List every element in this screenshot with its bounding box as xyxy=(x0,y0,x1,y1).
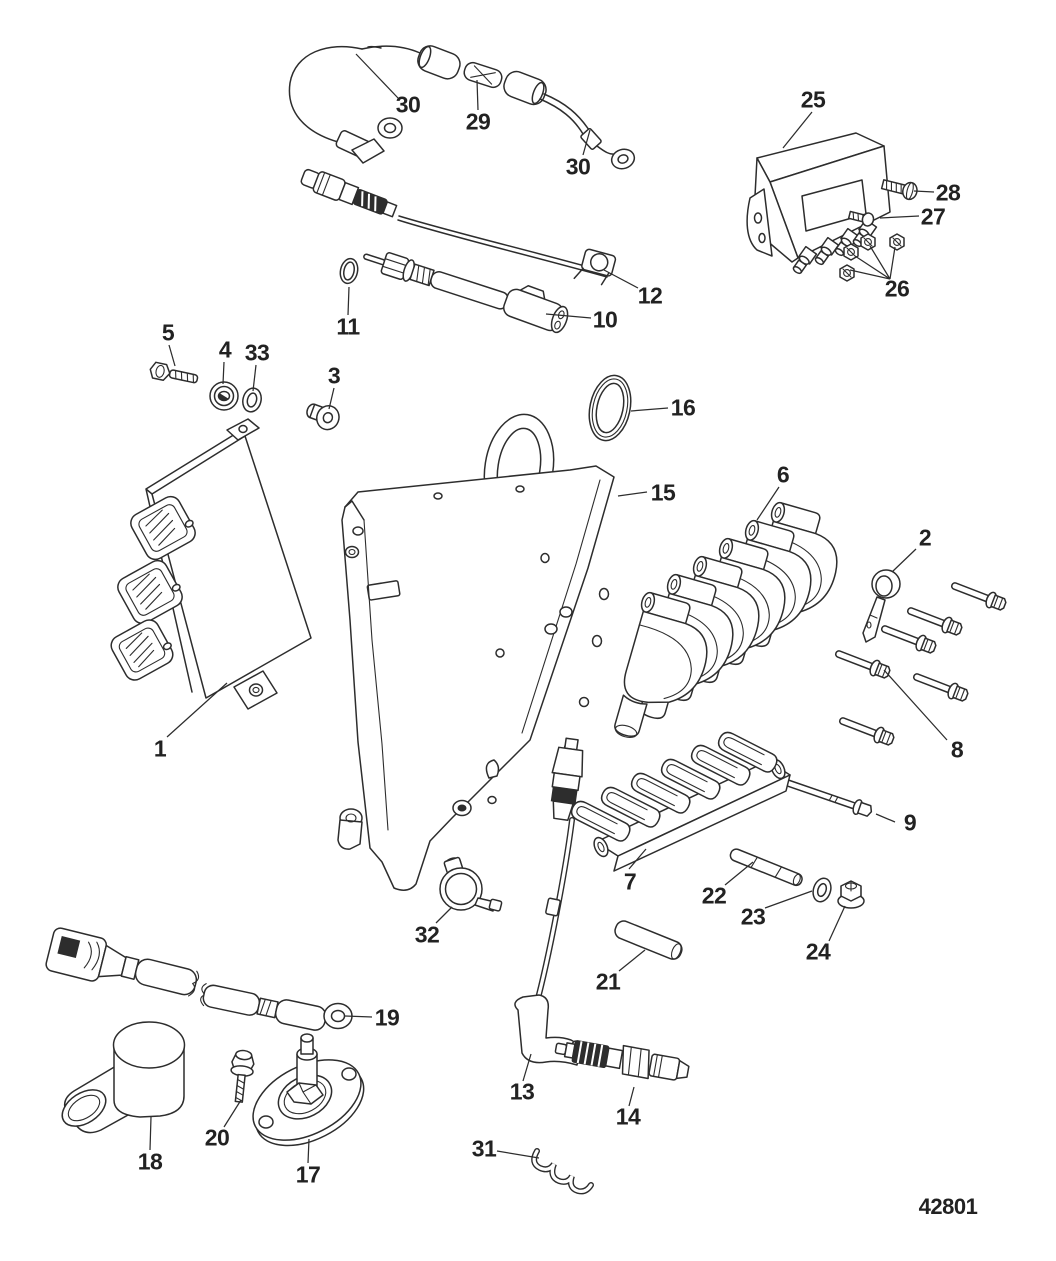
drawing-number: 42801 xyxy=(918,1194,978,1219)
callout-30-upper: 30 xyxy=(395,91,421,118)
part-cable-assembly-30-29 xyxy=(288,45,636,170)
callout-22: 22 xyxy=(701,882,727,909)
callout-1: 1 xyxy=(153,735,167,762)
callout-20: 20 xyxy=(204,1124,230,1151)
callout-32: 32 xyxy=(414,921,440,948)
callout-7: 7 xyxy=(623,868,637,895)
part-bushing-3 xyxy=(306,403,340,431)
part-nuts-26 xyxy=(839,233,905,282)
part-module-25 xyxy=(746,132,891,275)
callout-30-right: 30 xyxy=(565,153,591,180)
callout-9: 9 xyxy=(903,809,917,836)
part-bolts-8 xyxy=(832,576,1009,749)
callout-3: 3 xyxy=(327,362,341,389)
callout-13: 13 xyxy=(509,1078,535,1105)
part-boot-18 xyxy=(61,1021,186,1134)
callout-16: 16 xyxy=(670,394,696,421)
part-clip-31 xyxy=(531,1148,594,1195)
callout-11: 11 xyxy=(336,313,360,340)
callout-25: 25 xyxy=(800,86,826,113)
callout-17: 17 xyxy=(295,1161,321,1188)
callout-19: 19 xyxy=(374,1004,400,1031)
callout-15: 15 xyxy=(650,479,676,506)
part-clip-12 xyxy=(573,248,617,286)
part-grommet-4 xyxy=(209,381,239,411)
callout-2: 2 xyxy=(918,524,932,551)
callout-27: 27 xyxy=(920,203,946,230)
callout-28: 28 xyxy=(935,179,961,206)
callout-12: 12 xyxy=(637,282,663,309)
callout-29: 29 xyxy=(465,108,491,135)
part-terminal-17 xyxy=(252,1033,365,1147)
callout-23: 23 xyxy=(740,903,766,930)
part-sensor-lead-upper xyxy=(300,168,617,286)
callout-21: 21 xyxy=(595,968,621,995)
part-spacer-21 xyxy=(614,920,683,960)
callout-26: 26 xyxy=(884,275,910,302)
callout-24: 24 xyxy=(805,938,831,965)
callout-4: 4 xyxy=(218,336,232,363)
callout-5: 5 xyxy=(161,319,175,346)
part-screw-28 xyxy=(880,179,918,201)
part-plug-14 xyxy=(554,1040,690,1081)
callout-31: 31 xyxy=(471,1135,497,1162)
part-screw-20 xyxy=(230,1049,255,1103)
leader-lines xyxy=(149,53,948,1164)
part-stud-22 xyxy=(729,848,803,887)
callout-10: 10 xyxy=(592,306,618,333)
part-seal-16 xyxy=(588,374,632,442)
callout-6: 6 xyxy=(776,461,790,488)
part-oring-11 xyxy=(339,257,359,285)
part-washer-23 xyxy=(812,877,832,903)
callout-33: 33 xyxy=(244,339,270,366)
part-cable-19 xyxy=(45,927,353,1031)
part-clamp-32 xyxy=(439,856,503,912)
part-lead-13 xyxy=(514,737,584,1066)
part-screw-5 xyxy=(149,361,199,384)
part-screw-27 xyxy=(847,210,875,227)
part-ecm-1 xyxy=(110,418,312,710)
callout-8: 8 xyxy=(950,736,964,763)
part-terminal-2 xyxy=(862,569,901,643)
part-washer-33 xyxy=(242,387,262,413)
part-retainer-7 xyxy=(570,731,791,872)
part-bolt-9 xyxy=(781,778,873,817)
part-coil-rail-6 xyxy=(614,501,838,738)
part-nut-24 xyxy=(837,880,865,909)
callout-18: 18 xyxy=(137,1148,163,1175)
callout-14: 14 xyxy=(615,1103,641,1130)
